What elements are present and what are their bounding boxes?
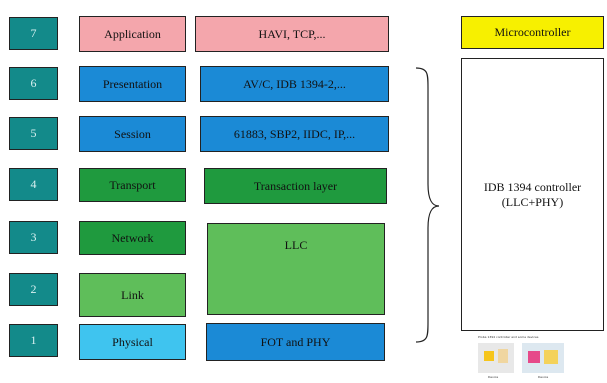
layer-presentation: Presentation <box>79 66 186 102</box>
impl-session: 61883, SBP2, IIDC, IP,... <box>200 116 389 152</box>
layer-session: Session <box>79 116 186 152</box>
layer-number-2: 2 <box>9 273 58 306</box>
layer-number-5: 5 <box>9 117 58 150</box>
layer-application: Application <box>79 16 186 52</box>
thumbnail-item-label-1: Device <box>488 375 499 379</box>
impl-transport: Transaction layer <box>204 168 387 204</box>
impl-physical: FOT and PHY <box>206 323 385 361</box>
layer-number-7: 7 <box>9 17 58 50</box>
llc-label: LLC <box>284 238 308 252</box>
layer-number-1: 1 <box>9 324 58 357</box>
device-photo-2 <box>522 343 564 373</box>
idb-1394-controller-box: IDB 1394 controller (LLC+PHY) <box>461 58 604 331</box>
microcontroller-box: Microcontroller <box>461 16 604 49</box>
thumbnail-item-label-2: Device <box>538 375 549 379</box>
layer-transport: Transport <box>79 168 186 202</box>
device-photo-thumbnail: Proba 1394 controller and some devices D… <box>476 335 576 381</box>
thumbnail-caption: Proba 1394 controller and some devices <box>478 335 539 339</box>
layer-number-4: 4 <box>9 168 58 201</box>
layer-network: Network <box>79 221 186 255</box>
device-photo-1 <box>478 343 514 373</box>
layer-number-6: 6 <box>9 67 58 100</box>
impl-presentation: AV/C, IDB 1394-2,... <box>200 66 389 102</box>
layer-physical: Physical <box>79 324 186 360</box>
grouping-brace <box>415 67 440 343</box>
llc-block: LLC <box>207 223 385 315</box>
impl-application: HAVI, TCP,... <box>195 16 389 52</box>
layer-link: Link <box>79 273 186 317</box>
layer-number-3: 3 <box>9 221 58 254</box>
